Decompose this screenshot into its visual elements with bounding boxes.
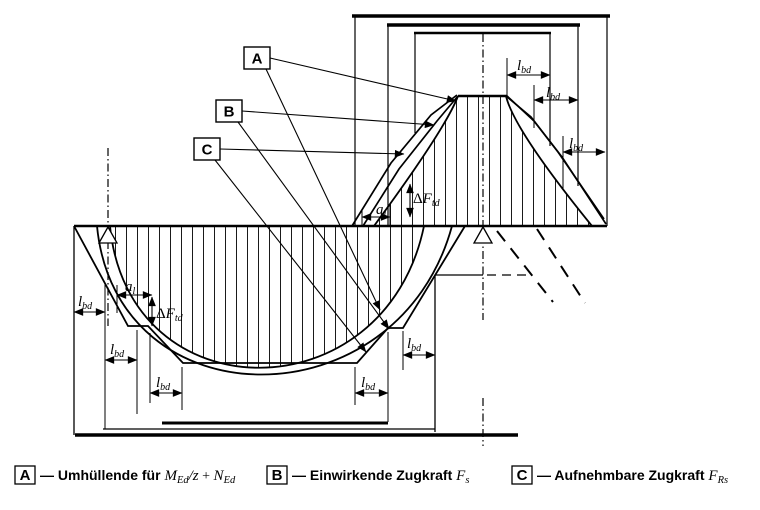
left-support-triangle (97, 225, 119, 244)
callout-letter-c: C (202, 142, 213, 159)
callout-letter-a: A (252, 51, 263, 68)
curve-c-span (73, 225, 466, 364)
lbd-label-1: lbd (517, 58, 532, 76)
lbd-label-5: lbd (110, 342, 125, 360)
leader-c-support (219, 148, 405, 158)
callout-box-c (193, 137, 221, 161)
hatch-areas (110, 96, 592, 368)
leader-c-span (214, 159, 367, 353)
curve-c-support (351, 94, 607, 227)
leader-a-support (269, 57, 457, 103)
span-dimensions: lbd lbd lbd lbd lbd al ΔFtd (73, 279, 436, 429)
leader-b-span (237, 121, 390, 330)
legend-text-a: — Umhüllende für MEd/z + NEd (40, 467, 236, 486)
lbd-label-6: lbd (156, 375, 171, 393)
lbd-label-4: lbd (78, 294, 93, 312)
al-label-support: al (376, 202, 387, 220)
legend-letter-c: C (517, 467, 528, 484)
top-reinforcement-bars (352, 14, 610, 226)
mid-support-triangle (472, 225, 494, 244)
legend-box-b (266, 465, 288, 485)
dftd-label-support: ΔFtd (413, 191, 441, 209)
legend-box-a (14, 465, 36, 485)
supports (97, 225, 494, 244)
legend-box-c (511, 465, 533, 485)
continuation-dashed-1 (496, 230, 554, 303)
lbd-label-3: lbd (569, 136, 584, 154)
lbd-label-8: lbd (407, 336, 422, 354)
legend-letter-a: A (20, 467, 31, 484)
callouts: A B C (193, 46, 457, 353)
leader-a-span (265, 68, 381, 311)
support-dimensions: lbd lbd lbd al ΔFtd (361, 58, 606, 225)
callout-box-a (243, 46, 271, 70)
lbd-label-7: lbd (361, 375, 376, 393)
dftd-label-span: ΔFtd (156, 306, 184, 324)
leader-b-support (241, 110, 435, 129)
legend: A — Umhüllende für MEd/z + NEd B — Einwi… (14, 465, 728, 486)
callout-letter-b: B (224, 104, 235, 121)
continuation-dashed-2 (536, 228, 586, 304)
legend-letter-b: B (272, 467, 283, 484)
al-label-span: al (125, 279, 136, 297)
span-envelope-hatch (110, 226, 424, 368)
lbd-label-2: lbd (546, 85, 561, 103)
legend-text-c: — Aufnehmbare Zugkraft FRs (537, 467, 728, 486)
legend-text-b: — Einwirkende Zugkraft Fs (292, 467, 469, 486)
curve-a-support-right (505, 95, 593, 227)
callout-box-b (215, 99, 243, 123)
